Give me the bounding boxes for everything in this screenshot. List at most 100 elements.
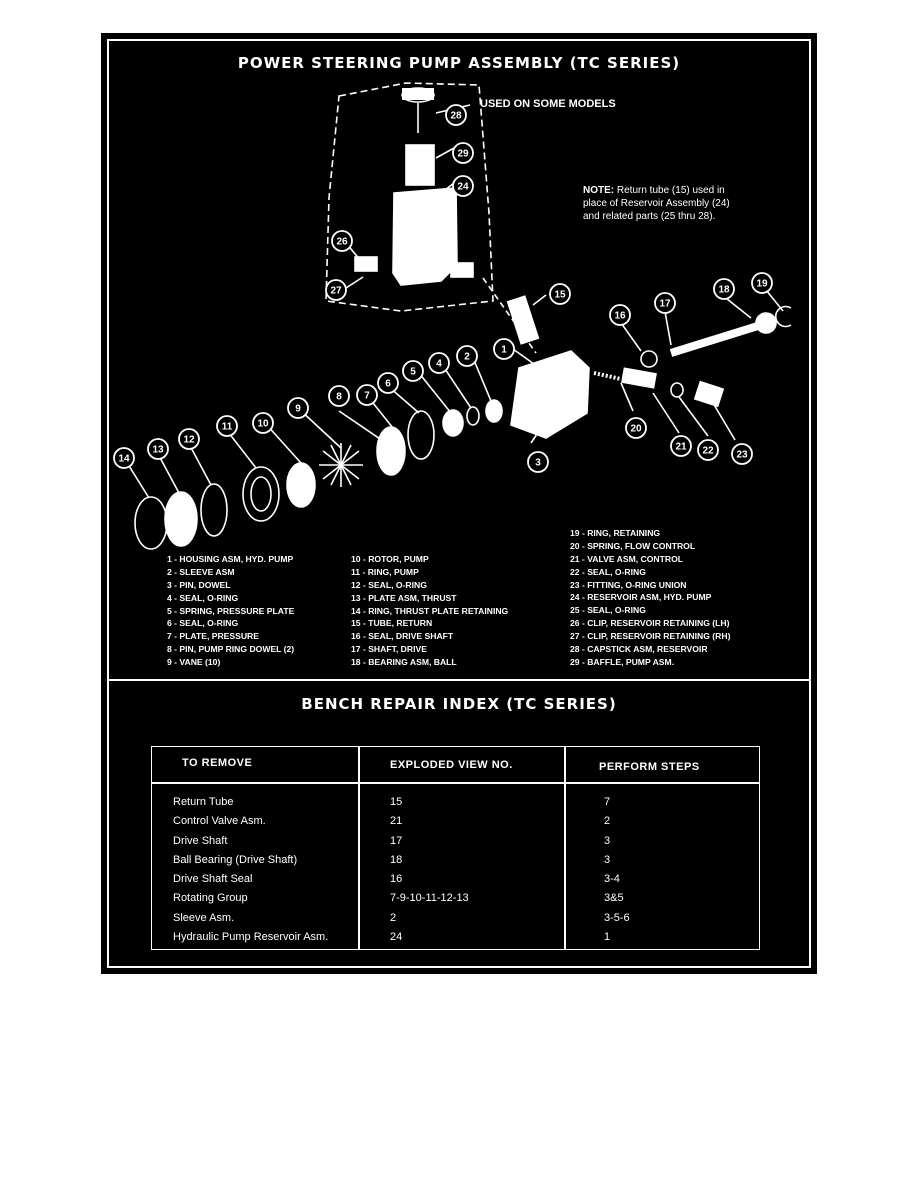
callout-29: 29: [452, 142, 474, 164]
legend-item: 18 - BEARING ASM, BALL: [351, 657, 457, 668]
reservoir-outline: [325, 82, 494, 312]
legend-item: 1 - HOUSING ASM, HYD. PUMP: [167, 554, 294, 564]
svg-text:13: 13: [152, 445, 164, 456]
callout-4: 4: [428, 352, 450, 374]
table-cell: 2: [604, 815, 611, 828]
svg-text:24: 24: [457, 182, 469, 193]
legend-item: 25 - SEAL, O-RING: [570, 605, 646, 616]
legend-item: 15 - TUBE, RETURN: [351, 618, 433, 629]
callout-28: 28: [445, 104, 467, 126]
svg-text:16: 16: [614, 311, 626, 322]
clip-rh: [450, 262, 474, 278]
union-fitting-part: [693, 380, 725, 408]
table-header-rule: [152, 782, 759, 784]
legend-item: 27 - CLIP, RESERVOIR RETAINING (RH): [570, 631, 731, 642]
legend-item: 8 - PIN, PUMP RING DOWEL (2): [167, 644, 295, 655]
table-cell: 15: [390, 796, 403, 808]
legend-item: 20 - SPRING, FLOW CONTROL: [570, 540, 696, 551]
table-cell: 1: [604, 931, 611, 944]
vanes-part: [319, 443, 363, 487]
table-cell: Drive Shaft Seal: [173, 873, 253, 886]
callout-20: 20: [625, 417, 647, 439]
legend-item: 26 - CLIP, RESERVOIR RETAINING (LH): [570, 618, 730, 629]
svg-text:9: 9: [295, 404, 301, 415]
retaining-ring-14-part: [134, 496, 168, 550]
callout-24: 24: [452, 175, 474, 197]
svg-text:19: 19: [756, 279, 768, 290]
callout-15: 15: [549, 283, 571, 305]
table-cell: Drive Shaft: [173, 834, 228, 847]
legend-item: 14 - RING, THRUST PLATE RETAINING: [351, 605, 509, 616]
ball-bearing-part: [755, 312, 777, 334]
callout-27: 27: [325, 279, 347, 301]
legend-item: 4 - SEAL, O-RING: [167, 592, 239, 603]
svg-text:17: 17: [659, 299, 671, 310]
legend-item: 6 - SEAL, O-RING: [167, 618, 239, 629]
callout-1: 1: [493, 338, 515, 360]
legend-item: 29 - BAFFLE, PUMP ASM.: [570, 656, 675, 667]
legend-item: 3 - PIN, DOWEL: [167, 579, 231, 590]
svg-text:4: 4: [436, 359, 442, 370]
legend-item: 24 - RESERVOIR ASM, HYD. PUMP: [570, 592, 712, 603]
diagram-sheet: POWER STEERING PUMP ASSEMBLY (TC SERIES): [101, 33, 817, 974]
table-cell: 3-4: [604, 873, 620, 886]
table-cell: 3-5-6: [604, 911, 630, 924]
svg-text:10: 10: [257, 419, 269, 430]
legend-item: 28 - CAPSTICK ASM, RESERVOIR: [570, 644, 708, 655]
drive-shaft-part: [669, 321, 763, 357]
table-cell: 18: [390, 853, 403, 866]
table-cell: 21: [390, 815, 403, 828]
callout-21: 21: [670, 435, 692, 457]
svg-text:11: 11: [222, 422, 233, 433]
index-title: BENCH REPAIR INDEX (TC SERIES): [301, 695, 617, 713]
header-exploded-view: EXPLODED VIEW NO.: [390, 759, 513, 771]
header-to-remove: TO REMOVE: [182, 757, 253, 769]
legend-item: 2 - SLEEVE ASM: [167, 566, 235, 577]
table-cell: 2: [390, 911, 397, 924]
note-text: NOTE: Return tube (15) used in place of …: [583, 184, 743, 223]
table-cell: 17: [390, 834, 403, 847]
callout-5: 5: [402, 360, 424, 382]
svg-text:5: 5: [410, 367, 416, 378]
header-perform-steps: PERFORM STEPS: [599, 761, 700, 773]
pressure-plate-part: [376, 426, 406, 476]
shaft-seal-part: [640, 350, 658, 368]
retaining-ring-19-part: [775, 305, 792, 328]
clip-lh: [354, 256, 378, 272]
svg-text:18: 18: [718, 285, 730, 296]
svg-text:22: 22: [702, 446, 714, 457]
legend-item: 21 - VALVE ASM, CONTROL: [570, 553, 683, 564]
svg-text:7: 7: [364, 391, 370, 402]
table-cell: 3: [604, 834, 611, 847]
callout-12: 12: [178, 428, 200, 450]
callout-26: 26: [331, 230, 353, 252]
diagram-title: POWER STEERING PUMP ASSEMBLY (TC SERIES): [237, 54, 681, 72]
table-cell: Ball Bearing (Drive Shaft): [173, 853, 298, 866]
svg-text:23: 23: [736, 450, 748, 461]
table-divider: [564, 747, 566, 949]
note-body: Return tube (15) used in place of Reserv…: [583, 185, 730, 222]
svg-text:12: 12: [183, 435, 195, 446]
callout-8: 8: [328, 385, 350, 407]
used-on-label: USED ON SOME MODELS: [480, 98, 616, 110]
callout-16: 16: [609, 304, 631, 326]
legend-item: 19 - RING, RETAINING: [570, 528, 661, 538]
svg-text:14: 14: [118, 454, 130, 465]
table-cell: Rotating Group: [173, 892, 248, 905]
legend-item: 11 - RING, PUMP: [351, 566, 419, 577]
svg-text:15: 15: [554, 290, 566, 301]
table-cell: 3: [604, 853, 611, 866]
note-label: NOTE:: [583, 185, 615, 196]
legend-item: 10 - ROTOR, PUMP: [351, 554, 429, 564]
callout-2: 2: [456, 345, 478, 367]
callout-17: 17: [654, 292, 676, 314]
reservoir-body: [392, 187, 458, 286]
pump-ring-part: [242, 466, 280, 522]
legend-item: 16 - SEAL, DRIVE SHAFT: [351, 631, 454, 642]
legend-item: 23 - FITTING, O-RING UNION: [570, 579, 687, 590]
callout-14: 14: [113, 447, 135, 469]
table-cell: 16: [390, 873, 403, 886]
